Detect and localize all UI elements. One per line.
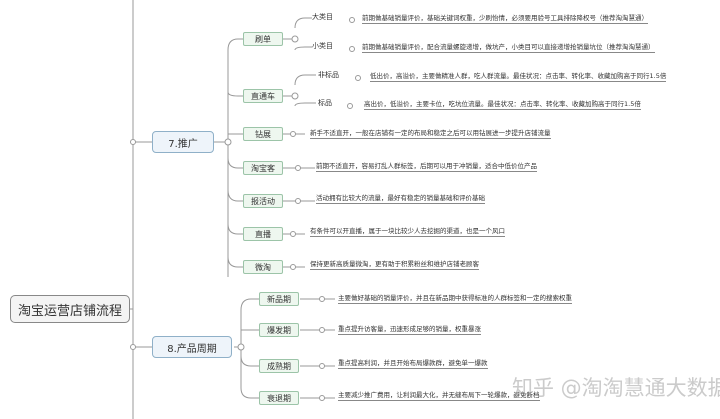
note-weitao: 保持更新高质量微淘，更有助于积累粉丝和维护店铺老顾客 xyxy=(310,260,479,270)
note-standard: 高出价，低溢价，主要卡位，吃坑位流量。最佳状况：点击率、转化率、收藏加购高于同行… xyxy=(364,100,641,110)
branch-promotion[interactable]: 7.推广 xyxy=(152,131,214,153)
node-non-standard[interactable]: 非标品 xyxy=(318,71,339,79)
note-diamond-booth: 新手不适直开，一般在店铺有一定的布局和稳定之后可以用钻展进一步提升店铺流量 xyxy=(310,129,551,139)
node-diamond-booth[interactable]: 钻展 xyxy=(243,127,283,141)
node-mature[interactable]: 成熟期 xyxy=(259,359,299,373)
note-live: 有条件可以开直播，属于一块比较少人去挖掘的渠道，也是一个风口 xyxy=(310,227,505,237)
node-taobaoke[interactable]: 淘宝客 xyxy=(243,161,283,175)
node-decline[interactable]: 衰退期 xyxy=(259,391,299,405)
note-decline: 主要减少推广费用，让利润最大化，并无缝布局下一轮爆款，避免断档 xyxy=(338,391,540,401)
node-live[interactable]: 直播 xyxy=(243,227,283,241)
note-taobaoke: 前期不适直开，容易打乱人群标签，后期可以用于冲销量，适合中低价位产品 xyxy=(316,162,537,172)
node-large-category[interactable]: 大类目 xyxy=(312,13,333,21)
node-brushing[interactable]: 刷单 xyxy=(243,32,283,46)
note-large-category: 前期做基础销量评价，基础关键词权重，少刷怡情，必须要用验号工具排除降权号（推荐淘… xyxy=(362,14,648,24)
note-non-standard: 低出价，高溢价，主要做精准人群，吃人群流量。最佳状况：点击率、转化率、收藏加购高… xyxy=(370,72,667,82)
note-explosive: 重点提升访客量，迅速形成足够的销量，权重暴涨 xyxy=(338,325,481,335)
node-explosive[interactable]: 爆发期 xyxy=(259,323,299,337)
node-new-product[interactable]: 新品期 xyxy=(259,292,299,306)
root-node[interactable]: 淘宝运营店铺流程 xyxy=(10,295,130,323)
node-standard[interactable]: 标品 xyxy=(318,99,332,107)
note-small-category: 前期做基础销量评价，配合流量螺旋递增，做坑产，小类目可以直接递增抢销量坑位（推荐… xyxy=(362,43,655,53)
node-weitao[interactable]: 微淘 xyxy=(243,260,283,274)
note-new-product: 主要做好基础的销量评价，并且在新品期中获得标准的人群标签和一定的搜索权重 xyxy=(338,294,572,304)
branch-product-lifecycle[interactable]: 8.产品周期 xyxy=(152,336,232,358)
node-small-category[interactable]: 小类目 xyxy=(312,42,333,50)
node-through-train[interactable]: 直通车 xyxy=(243,89,283,103)
note-activities: 活动拥有比较大的流量，最好有稳定的销量基础和评价基础 xyxy=(316,194,485,204)
note-mature: 重点提高利润，并且开始布局爆款群，避免单一爆款 xyxy=(338,359,488,369)
watermark: 知乎 @淘淘慧通大数据 xyxy=(512,376,720,400)
node-activities[interactable]: 报活动 xyxy=(243,194,283,208)
